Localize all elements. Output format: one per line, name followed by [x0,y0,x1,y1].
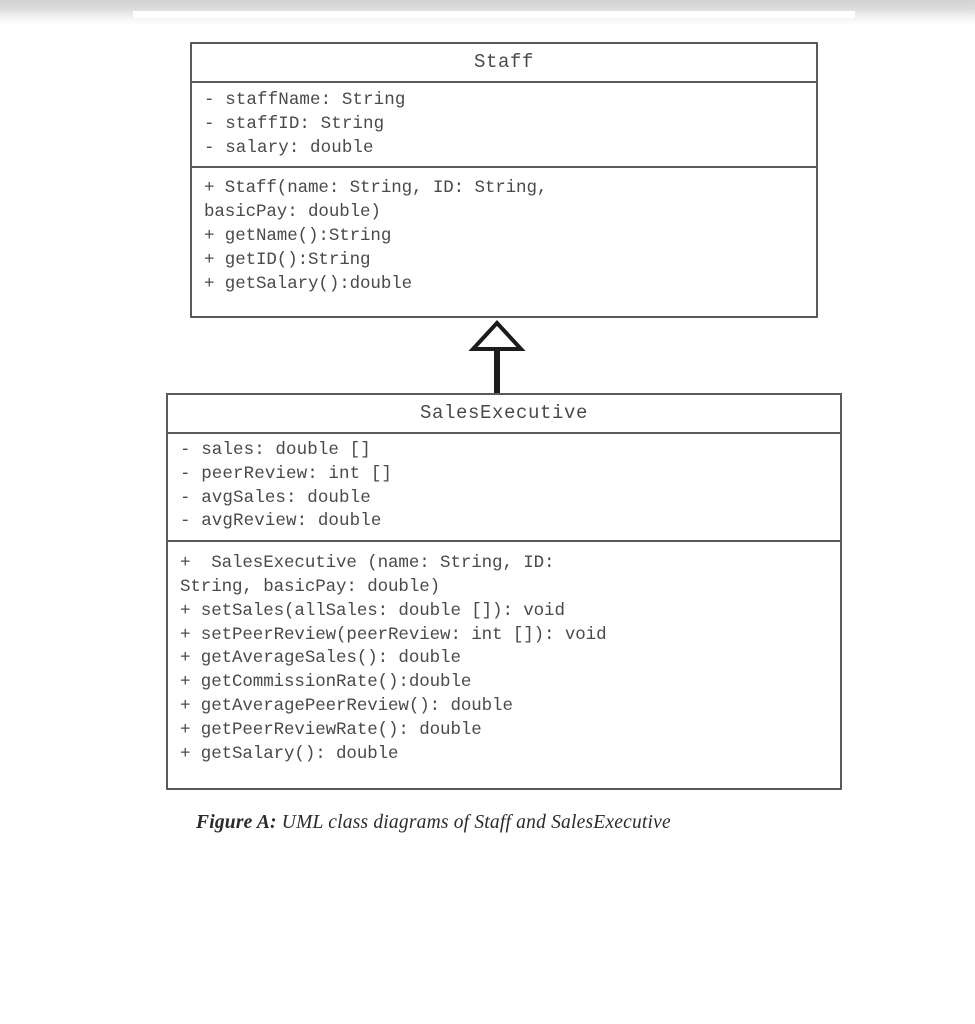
document-viewer-chrome [0,0,975,30]
operation-item: + getSalary():double [204,273,413,294]
attribute-item: - avgSales: double [180,487,371,508]
operation-item: + getAveragePeerReview(): double [180,695,513,716]
attributes-compartment-staff: - staffName: String - staffID: String - … [192,83,816,169]
attribute-item: - staffName: String [204,90,406,110]
attribute-item: - staffID: String [204,113,385,134]
operation-list-staff: + Staff(name: String, ID: String, basicP… [204,177,804,296]
operation-item: + getAverageSales(): double [180,648,461,669]
document-page: Staff - staffName: String - staffID: Str… [0,30,975,1024]
attribute-item: - peerReview: int [] [180,463,393,484]
operation-item: + getCommissionRate():double [180,672,472,693]
operation-item: + getName():String [204,225,392,246]
attributes-compartment-sales-executive: - sales: double [] - peerReview: int [] … [168,434,840,543]
viewer-chrome-inset [133,11,855,18]
operation-item: + setSales(allSales: double []): void [180,600,565,621]
attribute-item: - avgReview: double [180,511,382,532]
operation-item: + Staff(name: String, ID: String, basicP… [204,178,548,223]
attribute-item: - salary: double [204,137,374,158]
operations-compartment-sales-executive: + SalesExecutive (name: String, ID: Stri… [168,542,840,772]
class-name-sales-executive: SalesExecutive [168,395,840,434]
figure-caption-label: Figure A: [196,812,277,833]
generalization-triangle-head [468,320,526,351]
generalization-arrow [462,318,532,394]
attribute-item: - sales: double [] [180,440,371,460]
class-name-staff: Staff [192,44,816,83]
operation-item: + getSalary(): double [180,743,399,764]
operation-item: + getID():String [204,249,371,270]
attribute-list-sales-executive: - sales: double [] - peerReview: int [] … [180,439,828,534]
operation-item: + SalesExecutive (name: String, ID: Stri… [180,553,555,597]
operation-item: + setPeerReview(peerReview: int []): voi… [180,624,607,645]
uml-class-staff[interactable]: Staff - staffName: String - staffID: Str… [190,42,818,318]
figure-caption: Figure A: UML class diagrams of Staff an… [196,812,856,834]
attribute-list-staff: - staffName: String - staffID: String - … [204,89,804,160]
uml-class-sales-executive[interactable]: SalesExecutive - sales: double [] - peer… [166,393,842,790]
operation-list-sales-executive: + SalesExecutive (name: String, ID: Stri… [180,552,828,766]
operations-compartment-staff: + Staff(name: String, ID: String, basicP… [192,168,816,302]
figure-caption-text: UML class diagrams of Staff and SalesExe… [276,812,671,833]
operation-item: + getPeerReviewRate(): double [180,719,482,740]
